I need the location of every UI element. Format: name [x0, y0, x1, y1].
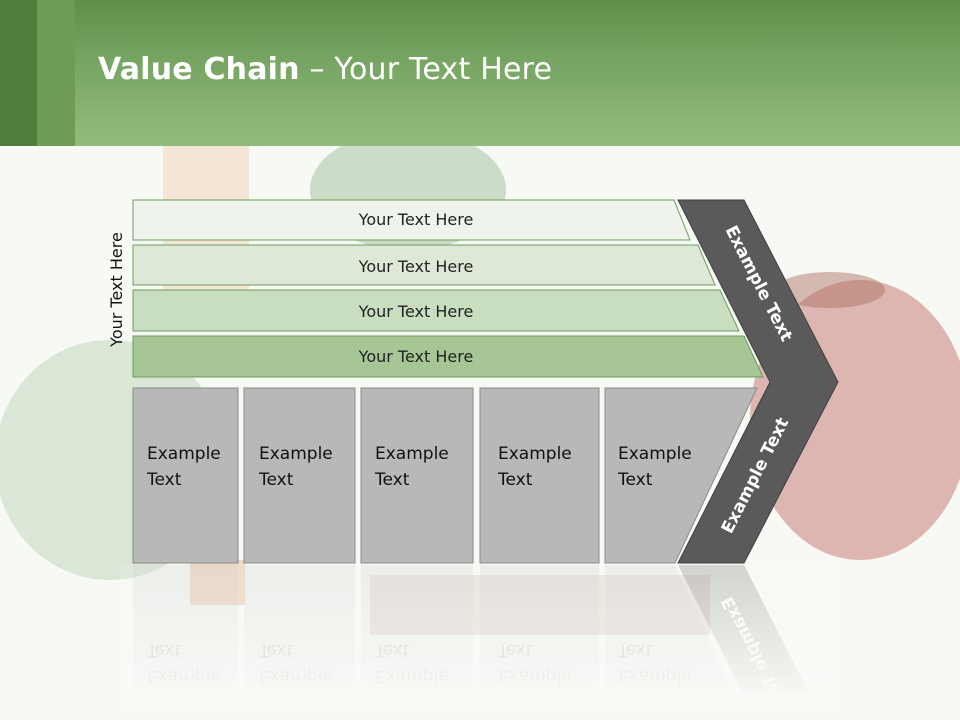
chevron-shape: [677, 199, 839, 564]
activity-box-5: [604, 387, 758, 564]
band-1: [132, 199, 691, 241]
boxes-group: Example Text Example Text Example Text E…: [132, 387, 758, 564]
header-stripe-dark: [0, 0, 37, 146]
box-2-line1: Example: [259, 444, 333, 464]
header-bar: Value Chain – Your Text Here: [0, 0, 960, 146]
reflection-fade: [120, 565, 840, 705]
box-5-line2: Text: [617, 470, 653, 490]
band-2: [132, 244, 716, 286]
title-rest: Your Text Here: [334, 52, 553, 87]
box-1-line1: Example: [147, 444, 221, 464]
box-4-line2: Text: [497, 470, 533, 490]
title-dash: –: [299, 52, 335, 87]
activity-box-1: [132, 387, 239, 564]
band-3: [132, 289, 740, 332]
slide-title: Value Chain – Your Text Here: [98, 52, 552, 87]
chevron-arrow: Example Text Example Text: [677, 199, 839, 564]
header-stripe-mid: [37, 0, 75, 146]
band-1-label: Your Text Here: [358, 210, 474, 229]
activity-box-4: [479, 387, 600, 564]
band-3-label: Your Text Here: [358, 302, 474, 321]
box-1-line2: Text: [146, 470, 182, 490]
band-4: [132, 335, 764, 378]
box-4-line1: Example: [498, 444, 572, 464]
box-5-line1: Example: [618, 444, 692, 464]
band-2-label: Your Text Here: [358, 257, 474, 276]
activity-box-3: [360, 387, 474, 564]
bands-group: Your Text Here Your Text Here Your Text …: [132, 199, 764, 378]
box-3-line2: Text: [374, 470, 410, 490]
box-2-line2: Text: [258, 470, 294, 490]
band-4-label: Your Text Here: [358, 347, 474, 366]
activity-box-2: [243, 387, 356, 564]
reflection: Example Text Example Text Example Text E…: [120, 565, 840, 715]
title-bold: Value Chain: [98, 52, 300, 87]
box-3-line1: Example: [375, 444, 449, 464]
